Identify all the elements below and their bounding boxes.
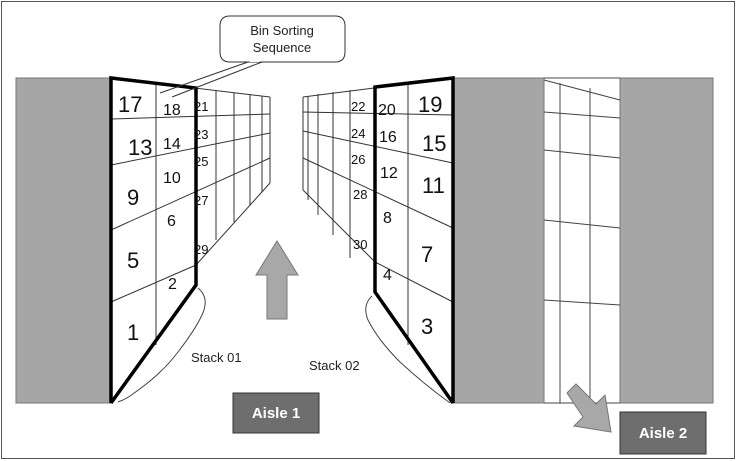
left-wall [15, 77, 112, 404]
bin-9: 9 [127, 185, 139, 210]
bin-27: 27 [194, 193, 208, 208]
bin-21: 21 [194, 99, 208, 114]
bin-13: 13 [128, 135, 152, 160]
bin-10: 10 [163, 170, 181, 187]
bin-2: 2 [168, 276, 177, 293]
aisle-2-rack [543, 77, 621, 404]
bin-1: 1 [127, 320, 139, 345]
aisle-2-direction-arrow-icon [566, 383, 612, 433]
bin-17: 17 [118, 92, 142, 117]
bin-18: 18 [163, 102, 181, 119]
bin-23: 23 [194, 127, 208, 142]
bin-3: 3 [421, 314, 433, 339]
bin-16: 16 [379, 129, 397, 146]
callout-bin-sorting-sequence: Bin Sorting Sequence [159, 15, 346, 98]
stack-02-label: Stack 02 [309, 358, 360, 373]
bin-15: 15 [422, 131, 446, 156]
aisle-2-label: Aisle 2 [639, 425, 687, 442]
aisle-2-box [619, 411, 707, 455]
bin-25: 25 [194, 154, 208, 169]
bin-5: 5 [127, 248, 139, 273]
bin-8: 8 [383, 210, 392, 227]
bin-24: 24 [351, 126, 365, 141]
right-wall [619, 77, 714, 404]
bin-22: 22 [351, 99, 365, 114]
bin-4: 4 [383, 267, 392, 284]
stack-02-frame [373, 76, 455, 405]
bin-29: 29 [194, 242, 208, 257]
bin-26: 26 [351, 152, 365, 167]
bin-28: 28 [353, 187, 367, 202]
stack-02-brace [365, 295, 451, 404]
bin-12: 12 [380, 165, 398, 182]
bin-20: 20 [378, 102, 396, 119]
stack-01-brace [117, 287, 206, 403]
bin-14: 14 [163, 136, 181, 153]
callout-line-1: Bin Sorting [250, 23, 314, 38]
bin-11: 11 [422, 173, 445, 198]
bin-30: 30 [353, 237, 367, 252]
bin-7: 7 [421, 242, 433, 267]
aisle-1-direction-arrow-icon [255, 240, 299, 320]
aisle-1-box [232, 392, 320, 434]
stack-01-label: Stack 01 [191, 350, 242, 365]
aisle-1-label: Aisle 1 [252, 405, 300, 422]
bin-19: 19 [418, 92, 442, 117]
callout-line-2: Sequence [253, 40, 312, 55]
center-wall [452, 77, 545, 404]
bin-6: 6 [167, 213, 176, 230]
